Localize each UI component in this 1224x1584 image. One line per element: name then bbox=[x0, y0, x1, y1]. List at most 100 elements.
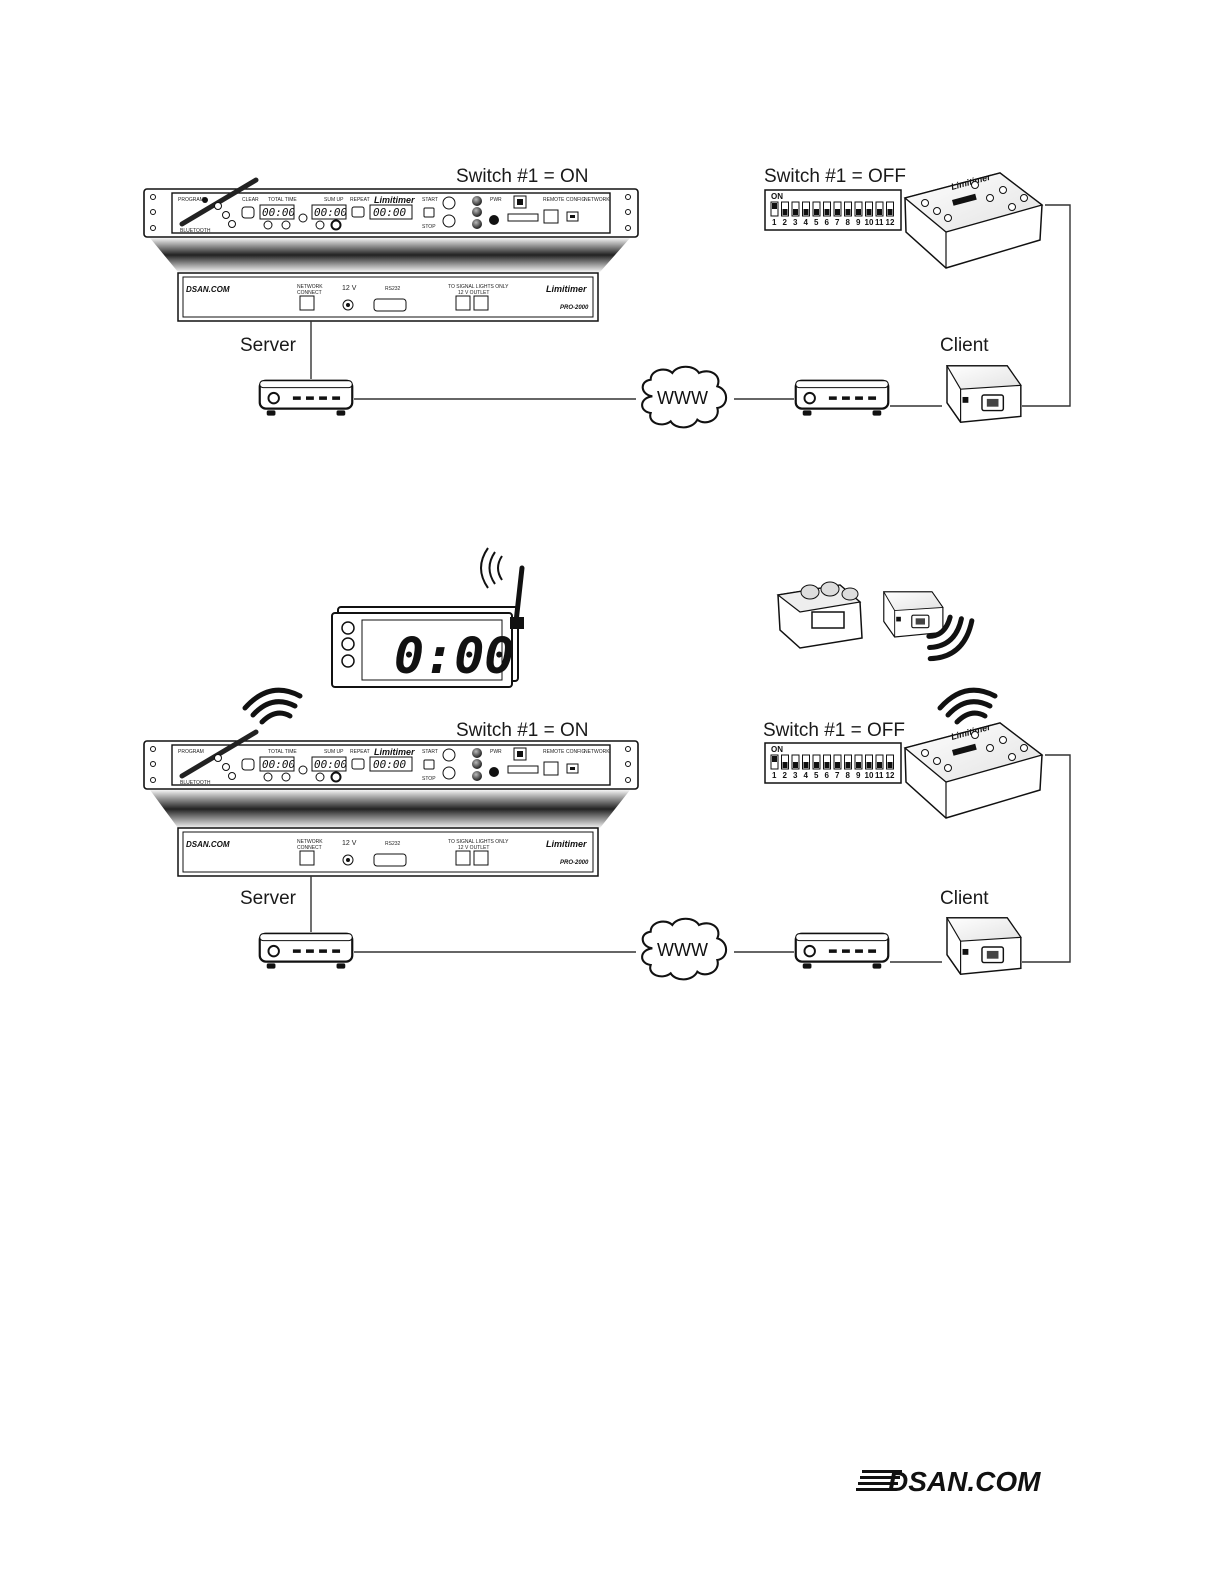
sum-up-label-2: SUM UP bbox=[324, 749, 344, 755]
remote-label-2: REMOTE bbox=[543, 749, 565, 755]
wireless-clock-display: 0:00 bbox=[331, 565, 525, 688]
total-time-label-2: TOTAL TIME bbox=[268, 749, 297, 755]
rear-voltage-label-2: 12 V bbox=[342, 840, 357, 847]
dip-on-label: ON bbox=[771, 192, 783, 201]
dip-number: 2 bbox=[783, 771, 788, 780]
server-label: Server bbox=[240, 335, 297, 356]
dip-toggle bbox=[877, 209, 882, 215]
controller-wireless-icon bbox=[940, 690, 995, 722]
wireless-receiver-box bbox=[883, 591, 944, 638]
pwr-label: PWR bbox=[490, 197, 502, 203]
dip-toggle bbox=[772, 756, 777, 762]
dip-toggle bbox=[803, 762, 809, 768]
server-switch-label-2: Switch #1 = ON bbox=[456, 720, 589, 741]
limitimer-pro-2000-rear-2: DSAN.COM NETWORK CONNECT 12 V RS232 TO S… bbox=[177, 827, 599, 877]
main-time-display-2: 00:00 bbox=[373, 758, 406, 771]
rear-brand-2: Limitimer bbox=[546, 839, 587, 849]
limitimer-pro-2000-front-2: PROGRAM BLUETOOTH TOTAL TIME 00:00 SUM U… bbox=[143, 729, 639, 790]
rear-rs232-label: RS232 bbox=[385, 286, 401, 292]
client-to-controller-line bbox=[1022, 204, 1071, 407]
footer-dsan-logo: DSAN.COM bbox=[856, 1466, 1041, 1497]
dip-toggle bbox=[814, 762, 819, 768]
clear-label: CLEAR bbox=[242, 197, 259, 203]
rear-connect-label-2: CONNECT bbox=[297, 845, 322, 851]
dip-toggle bbox=[824, 762, 830, 768]
rear-logo: DSAN.COM bbox=[186, 285, 230, 294]
bluetooth-antenna-2 bbox=[179, 729, 259, 779]
dip-toggle bbox=[824, 209, 830, 215]
bluetooth-antenna bbox=[179, 177, 259, 227]
dip-toggle bbox=[887, 209, 893, 215]
dip-toggle bbox=[866, 762, 872, 768]
www-label: WWW bbox=[657, 388, 708, 408]
dip-toggle bbox=[782, 209, 788, 215]
clock-signal-icon bbox=[480, 547, 503, 589]
limitimer-controller-top: Limitimer bbox=[903, 172, 1044, 269]
front-brand-2: Limitimer bbox=[374, 747, 415, 757]
dip-on-label-2: ON bbox=[771, 745, 783, 754]
dip-number: 11 bbox=[875, 771, 884, 780]
client-router bbox=[794, 379, 890, 417]
bluetooth-label: BLUETOOTH bbox=[180, 228, 211, 234]
dip-toggle bbox=[803, 209, 809, 215]
sum-display-2: 00:00 bbox=[314, 758, 347, 771]
client-interface-box bbox=[946, 365, 1022, 423]
server-router bbox=[258, 379, 354, 417]
dip-number: 6 bbox=[825, 218, 830, 227]
speed-lines-icon bbox=[856, 1470, 902, 1491]
clock-antenna bbox=[513, 565, 525, 625]
dip-toggle bbox=[782, 762, 788, 768]
dip-toggle bbox=[835, 762, 840, 768]
program-label: PROGRAM bbox=[178, 197, 204, 203]
server-switch-label: Switch #1 = ON bbox=[456, 166, 589, 187]
rear-brand: Limitimer bbox=[546, 284, 587, 294]
rear-network-label-2: NETWORK bbox=[297, 839, 323, 845]
rear-voltage-label: 12 V bbox=[342, 285, 357, 292]
dip-number: 7 bbox=[835, 771, 840, 780]
rear-signal-label-2: TO SIGNAL LIGHTS ONLY bbox=[448, 839, 509, 845]
network-label: NETWORK bbox=[584, 197, 610, 203]
start-label-2: START bbox=[422, 749, 438, 755]
rear-connect-label: CONNECT bbox=[297, 290, 322, 296]
repeat-label-2: REPEAT bbox=[350, 749, 370, 755]
dip-number: 6 bbox=[825, 771, 830, 780]
dip-toggle bbox=[793, 762, 798, 768]
start-label: START bbox=[422, 197, 438, 203]
dip-number: 1 bbox=[772, 771, 777, 780]
dip-toggle bbox=[856, 209, 861, 215]
dip-number: 11 bbox=[875, 218, 884, 227]
program-label-2: PROGRAM bbox=[178, 749, 204, 755]
dip-toggle bbox=[845, 209, 851, 215]
dip-number: 10 bbox=[865, 218, 874, 227]
www-label-2: WWW bbox=[657, 940, 708, 960]
dip-toggle bbox=[772, 203, 777, 209]
dip-number: 12 bbox=[886, 218, 895, 227]
main-time-display: 00:00 bbox=[373, 206, 406, 219]
signal-lights-unit bbox=[776, 581, 863, 649]
rear-rs232-label-2: RS232 bbox=[385, 841, 401, 847]
diagram-top: PROGRAM BLUETOOTH CLEAR TOTAL TIME 00:00… bbox=[143, 166, 1071, 429]
footer-logo-text: DSAN.COM bbox=[888, 1466, 1041, 1497]
bluetooth-label-2: BLUETOOTH bbox=[180, 780, 211, 786]
dip-number: 12 bbox=[886, 771, 895, 780]
dip-toggle bbox=[814, 209, 819, 215]
shading-band bbox=[150, 238, 630, 272]
pwr-label-2: PWR bbox=[490, 749, 502, 755]
client-interface-box-2 bbox=[946, 917, 1022, 975]
sum-display: 00:00 bbox=[314, 206, 347, 219]
client-label-2: Client bbox=[940, 888, 989, 909]
dip-number: 3 bbox=[793, 218, 798, 227]
rear-outlet-label: 12 V OUTLET bbox=[458, 290, 489, 296]
client-label: Client bbox=[940, 335, 989, 356]
sum-up-label: SUM UP bbox=[324, 197, 344, 203]
stop-label-2: STOP bbox=[422, 776, 436, 782]
total-time-display-2: 00:00 bbox=[262, 758, 295, 771]
dip-toggle bbox=[877, 762, 882, 768]
client-switch-label-2: Switch #1 = OFF bbox=[763, 720, 905, 741]
dip-toggle bbox=[856, 762, 861, 768]
diagram-bottom: 0:00 bbox=[143, 547, 1071, 981]
dip-number: 1 bbox=[772, 218, 777, 227]
dip-toggle bbox=[866, 209, 872, 215]
dip-number: 4 bbox=[804, 771, 809, 780]
